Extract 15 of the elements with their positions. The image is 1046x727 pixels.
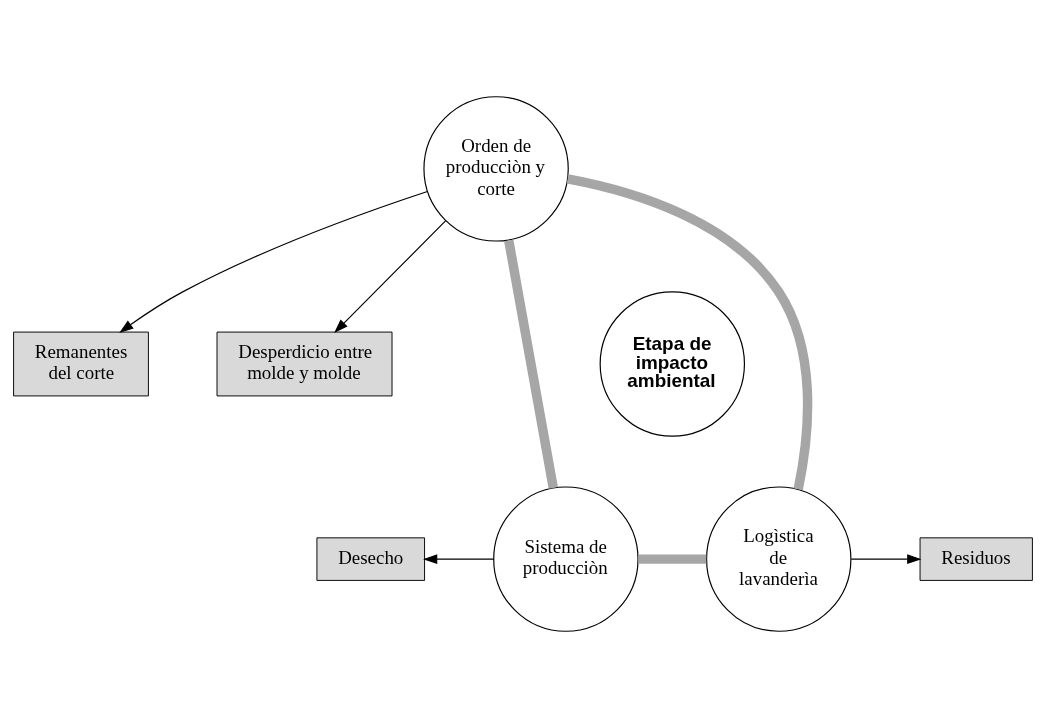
- arrow: [850, 553, 922, 564]
- connector: [504, 238, 558, 489]
- node-box: Remanentes del corte: [13, 331, 149, 396]
- node-box: Desperdicio entre molde y molde: [216, 331, 393, 396]
- node-box: Desecho: [316, 536, 426, 581]
- node-circle: Sistema de producciòn: [493, 485, 639, 632]
- arrow: [119, 190, 428, 333]
- arrow: [334, 219, 447, 333]
- connector: [638, 553, 707, 564]
- node-circle: Logìstica de lavanderìa: [706, 485, 852, 632]
- node-box: Residuos: [919, 536, 1033, 581]
- arrow: [423, 553, 495, 564]
- node-circle: Orden de producciòn y corte: [423, 95, 569, 242]
- node-circle: Etapa de impacto ambiental: [599, 290, 746, 437]
- connector: [566, 173, 813, 490]
